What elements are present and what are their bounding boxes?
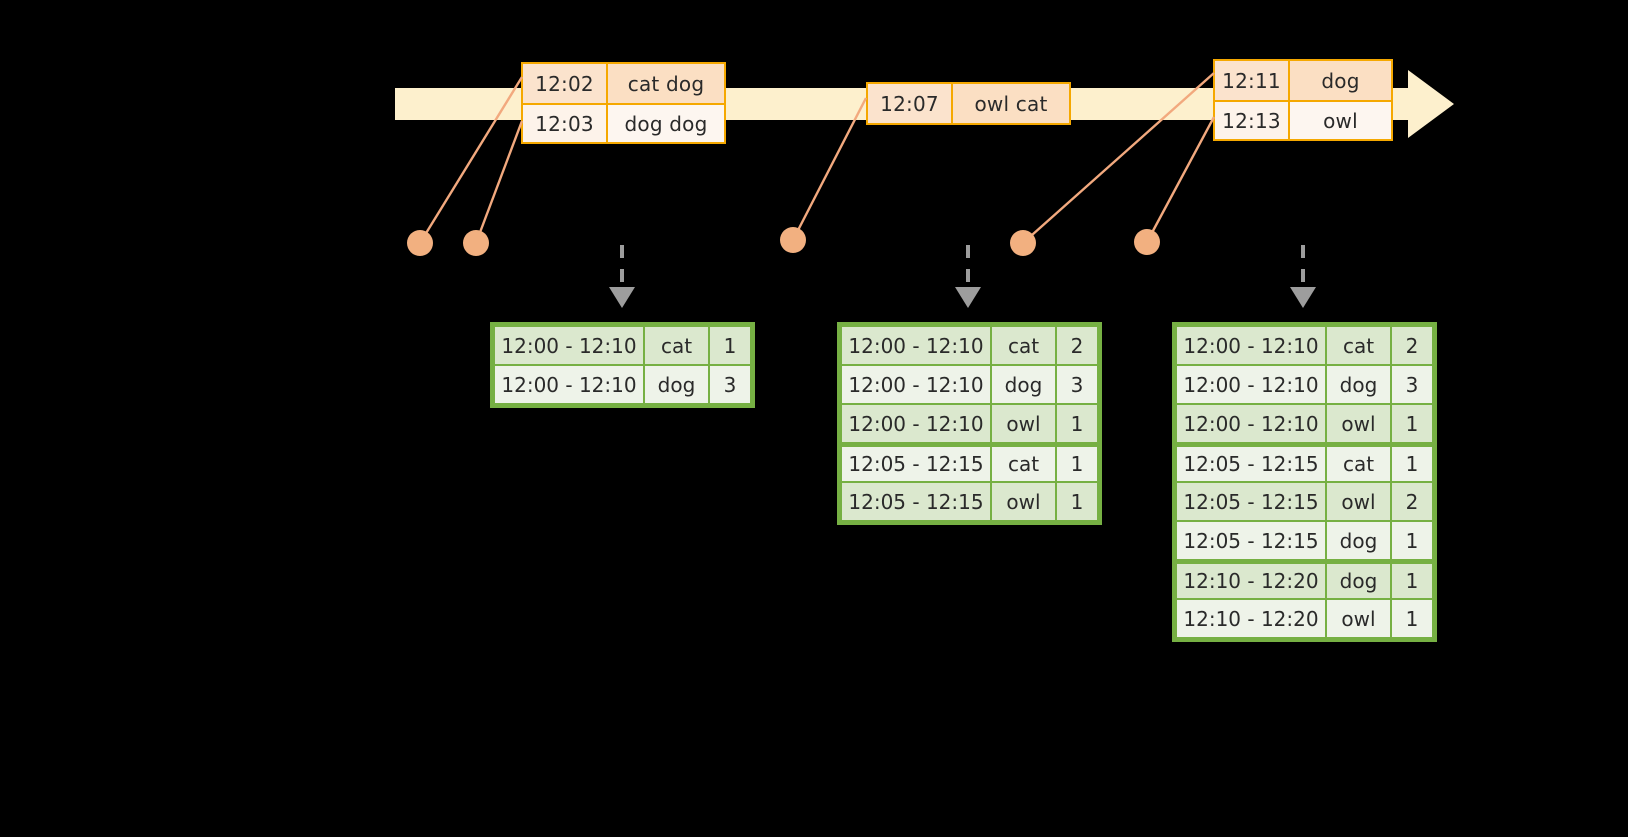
cell-count: 2 [1392,327,1432,364]
cell-window: 12:00 - 12:10 [495,327,643,364]
cell-count: 2 [1057,327,1097,364]
cell-word: owl [1327,483,1390,520]
cell-count: 1 [1392,405,1432,442]
cell-count: 3 [1392,366,1432,403]
event-time: 12:11 [1215,61,1290,100]
event-time: 12:07 [868,84,953,123]
cell-count: 1 [1057,405,1097,442]
event-marker-dot [1010,230,1036,256]
cell-count: 1 [1392,600,1432,637]
cell-window: 12:00 - 12:10 [842,327,990,364]
cell-window: 12:05 - 12:15 [842,483,990,520]
cell-word: dog [1327,366,1390,403]
cell-count: 1 [1392,564,1432,598]
cell-word: dog [645,366,708,403]
cell-window: 12:10 - 12:20 [1177,564,1325,598]
cell-count: 3 [1057,366,1097,403]
dashed-arrow-head [609,287,635,308]
dashed-arrow-head [1290,287,1316,308]
cell-window: 12:05 - 12:15 [842,447,990,481]
cell-count: 2 [1392,483,1432,520]
cell-window: 12:05 - 12:15 [1177,447,1325,481]
leader-line [474,120,524,244]
cell-window: 12:05 - 12:15 [1177,483,1325,520]
event-words: dog [1290,61,1391,100]
timeline-arrow-head [1408,70,1454,138]
cell-window: 12:00 - 12:10 [842,405,990,442]
event-time: 12:03 [523,105,608,142]
event-marker-dot [407,230,433,256]
event-time: 12:13 [1215,102,1290,139]
event-words: owl [1290,102,1391,139]
event-words: dog dog [608,105,724,142]
cell-window: 12:05 - 12:15 [1177,522,1325,559]
cell-window: 12:10 - 12:20 [1177,600,1325,637]
dashed-arrow-head [955,287,981,308]
cell-word: cat [1327,327,1390,364]
cell-count: 1 [1392,447,1432,481]
cell-window: 12:00 - 12:10 [495,366,643,403]
cell-window: 12:00 - 12:10 [842,366,990,403]
cell-count: 1 [1057,447,1097,481]
cell-word: owl [992,483,1055,520]
cell-count: 3 [710,366,750,403]
cell-word: owl [1327,405,1390,442]
event-marker-dot [1134,229,1160,255]
cell-window: 12:00 - 12:10 [1177,405,1325,442]
cell-word: dog [1327,564,1390,598]
event-words: owl cat [953,84,1069,123]
leader-line [1145,116,1216,243]
cell-word: cat [992,447,1055,481]
cell-word: dog [992,366,1055,403]
cell-count: 1 [1392,522,1432,559]
cell-word: cat [645,327,708,364]
event-words: cat dog [608,64,724,103]
cell-count: 1 [1057,483,1097,520]
event-marker-dot [780,227,806,253]
cell-count: 1 [710,327,750,364]
cell-word: owl [1327,600,1390,637]
event-marker-dot [463,230,489,256]
cell-word: owl [992,405,1055,442]
cell-window: 12:00 - 12:10 [1177,327,1325,364]
cell-word: cat [1327,447,1390,481]
cell-word: dog [1327,522,1390,559]
event-time: 12:02 [523,64,608,103]
cell-window: 12:00 - 12:10 [1177,366,1325,403]
cell-word: cat [992,327,1055,364]
